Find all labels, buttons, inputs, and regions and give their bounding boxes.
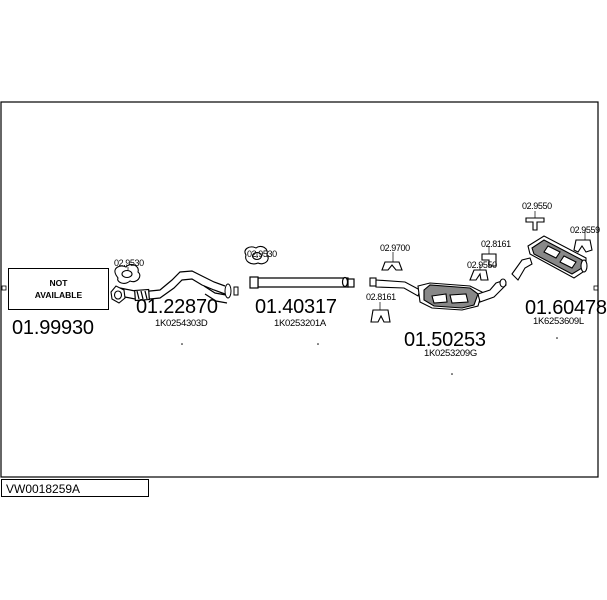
right-marker bbox=[593, 285, 599, 291]
oem-number-2: 1K0254303D bbox=[155, 318, 208, 329]
center-silencer-drawing bbox=[369, 277, 507, 311]
flange-gasket-left-drawing bbox=[110, 263, 141, 304]
hanger-8161-rear-drawing bbox=[481, 253, 497, 267]
not-available-box: NOT AVAILABLE bbox=[8, 268, 109, 310]
reference-number: VW0018259A bbox=[6, 482, 81, 496]
fitting-label-2[interactable]: 02.9530 bbox=[247, 249, 277, 259]
part-number-2[interactable]: 01.22870 bbox=[136, 296, 218, 318]
front-pipe-drawing bbox=[119, 270, 228, 304]
hanger-9700-drawing bbox=[381, 261, 403, 271]
oem-number-4: 1K0253209G bbox=[424, 348, 477, 359]
hanger-8161-center-drawing bbox=[370, 309, 391, 323]
hanger-9550-center-drawing bbox=[469, 269, 489, 281]
fitting-label-8[interactable]: 02.9559 bbox=[570, 225, 600, 235]
left-marker bbox=[1, 285, 7, 291]
fitting-label-5[interactable]: 02.8161 bbox=[481, 239, 511, 249]
part-number-3[interactable]: 01.40317 bbox=[255, 296, 337, 318]
part-number-4[interactable]: 01.50253 bbox=[404, 329, 486, 351]
fitting-label-4[interactable]: 02.8161 bbox=[366, 292, 396, 302]
reference-number-box: VW0018259A bbox=[1, 479, 149, 497]
oem-number-5: 1K6253609L bbox=[533, 316, 584, 327]
fitting-label-1[interactable]: 02.9530 bbox=[114, 258, 144, 268]
fitting-label-6[interactable]: 02.9550 bbox=[467, 260, 497, 270]
part-number-5[interactable]: 01.60478 bbox=[525, 297, 607, 319]
clamp-9559-drawing bbox=[573, 239, 593, 253]
flange-right-front-drawing bbox=[224, 283, 239, 299]
not-available-line2: AVAILABLE bbox=[34, 290, 83, 300]
rear-silencer-drawing bbox=[511, 235, 588, 281]
gasket-middle-drawing bbox=[244, 245, 269, 265]
leader-lines bbox=[127, 211, 586, 310]
fitting-label-7[interactable]: 02.9550 bbox=[522, 201, 552, 211]
hanger-9550-top-drawing bbox=[525, 217, 545, 231]
middle-pipe-drawing bbox=[249, 276, 355, 289]
fitting-label-3[interactable]: 02.9700 bbox=[380, 243, 410, 253]
not-available-line1: NOT bbox=[49, 278, 68, 288]
reference-dots bbox=[181, 337, 558, 375]
oem-number-3: 1K0253201A bbox=[274, 318, 326, 329]
part-number-1[interactable]: 01.99930 bbox=[12, 317, 94, 339]
